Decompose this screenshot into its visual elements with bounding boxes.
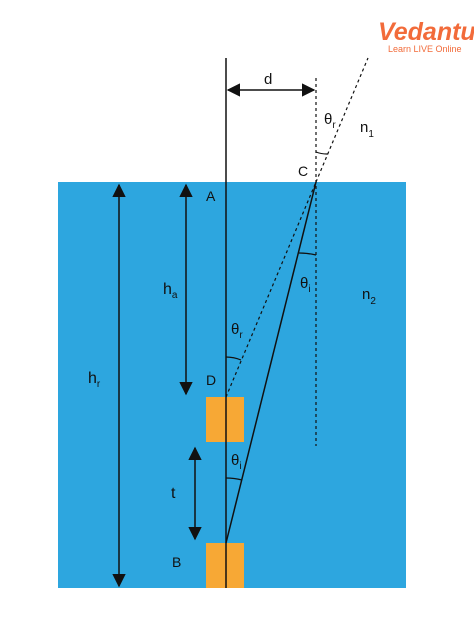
label-n1: n1 xyxy=(360,119,374,140)
water-medium xyxy=(58,182,406,588)
object-block-real xyxy=(206,543,244,588)
angle-arc-theta-r-top xyxy=(315,151,329,155)
vedantu-logo: Vedantu Learn LIVE Online xyxy=(378,18,474,54)
angle-arc-theta-r-mid xyxy=(225,356,242,361)
label-D: D xyxy=(206,372,216,388)
logo-tagline: Learn LIVE Online xyxy=(388,44,462,54)
label-n2: n2 xyxy=(362,286,376,307)
incident-ray-BC xyxy=(225,181,317,544)
label-theta-r-mid: θr xyxy=(231,321,243,341)
apparent-ray-DC xyxy=(225,181,317,398)
label-A: A xyxy=(206,188,216,204)
label-theta-i-low: θi xyxy=(231,452,242,472)
object-block-apparent xyxy=(206,397,244,442)
logo-wordmark: Vedantu xyxy=(378,18,474,46)
label-hr: hr xyxy=(88,370,101,390)
label-theta-r-top: θr xyxy=(324,111,336,131)
angle-arc-theta-i-right xyxy=(298,252,317,256)
label-C: C xyxy=(298,163,308,179)
label-ha: ha xyxy=(163,281,178,301)
label-theta-i-right: θi xyxy=(300,275,311,295)
refracted-ray xyxy=(315,57,369,183)
angle-arc-theta-i-low xyxy=(225,477,243,481)
label-B: B xyxy=(172,554,181,570)
label-t: t xyxy=(171,485,176,502)
label-d: d xyxy=(264,71,272,88)
